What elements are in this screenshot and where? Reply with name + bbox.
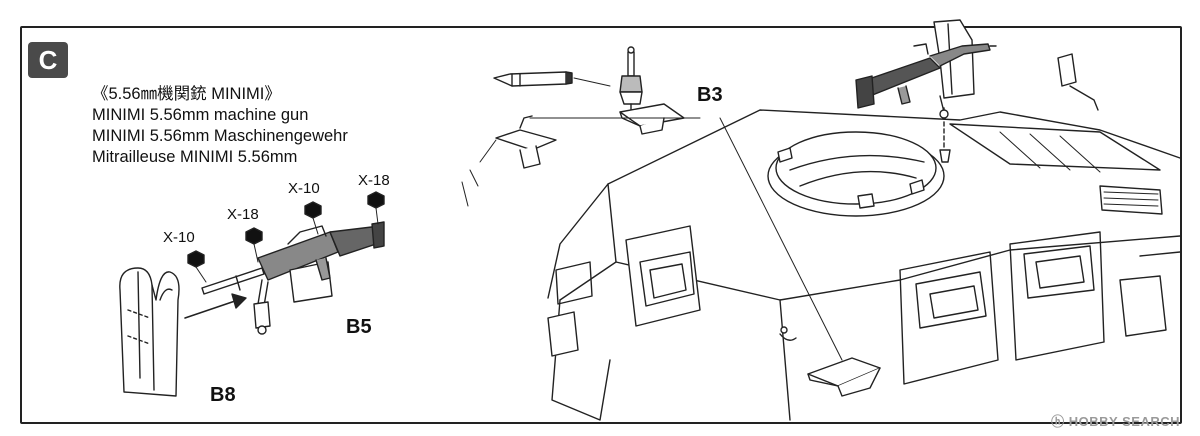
title-french: Mitrailleuse MINIMI 5.56mm bbox=[92, 148, 298, 166]
decal-marker-x10-right bbox=[304, 201, 322, 235]
decal-label-x18-right: X-18 bbox=[358, 172, 390, 189]
gun-shield-b8-drawing bbox=[119, 267, 180, 397]
title-japanese: 《5.56㎜機関銃 MINIMI》 bbox=[92, 85, 281, 103]
decal-marker-x18-right bbox=[367, 191, 385, 225]
assembly-arrow-shield bbox=[184, 293, 247, 319]
part-b3-detail-drawing bbox=[461, 46, 701, 207]
title-german: MINIMI 5.56mm Maschinengewehr bbox=[92, 127, 348, 145]
watermark-icon: ⓗ bbox=[1051, 414, 1065, 429]
title-english: MINIMI 5.56mm machine gun bbox=[92, 106, 309, 124]
step-letter-badge: C bbox=[28, 42, 68, 78]
vehicle-drawing bbox=[547, 53, 1181, 421]
decal-label-x18-left: X-18 bbox=[227, 206, 259, 223]
machine-gun-drawing bbox=[201, 221, 385, 335]
part-label-b5: B5 bbox=[346, 316, 372, 338]
decal-label-x10-left: X-10 bbox=[163, 229, 195, 246]
decal-marker-x10-left bbox=[187, 250, 207, 283]
watermark: ⓗ HOBBY SEARCH bbox=[1051, 411, 1180, 430]
part-b3-placement bbox=[719, 117, 881, 397]
part-label-b8: B8 bbox=[210, 384, 236, 406]
part-title-block: 《5.56㎜機関銃 MINIMI》 MINIMI 5.56mm machine … bbox=[92, 84, 348, 168]
diagram-frame bbox=[20, 26, 1182, 424]
watermark-text: HOBBY SEARCH bbox=[1068, 414, 1180, 429]
part-label-b3: B3 bbox=[697, 84, 723, 106]
decal-label-x10-right: X-10 bbox=[288, 180, 320, 197]
decal-marker-x18-left bbox=[245, 227, 263, 263]
mounted-gun-drawing bbox=[855, 19, 997, 119]
